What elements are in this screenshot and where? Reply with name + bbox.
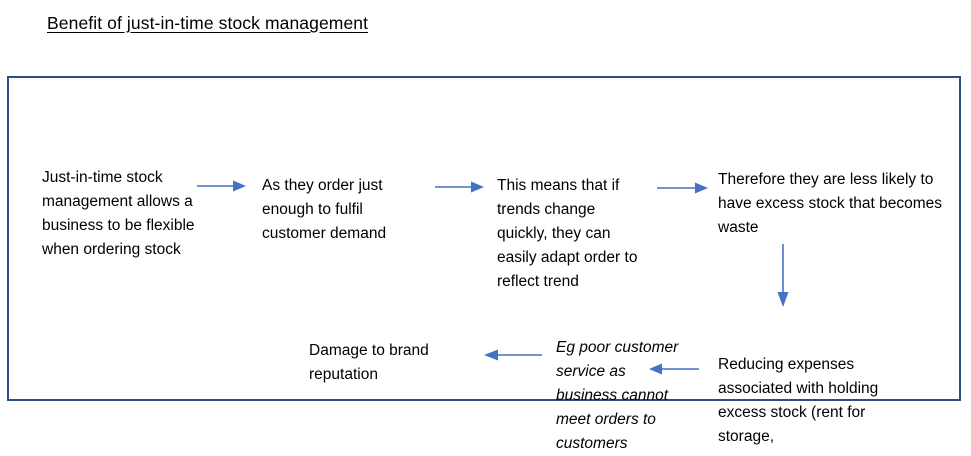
arrow-right-icon-1 [197, 178, 247, 194]
flow-node-order-just-enough: As they order just enough to fulfil cust… [262, 177, 387, 242]
arrow-left-icon-2 [482, 347, 542, 363]
flow-node-damage-to-brand: Damage to brand reputation [309, 342, 429, 383]
arrow-left-icon-1 [647, 361, 699, 377]
flow-node-reducing-expenses: Reducing expenses associated with holdin… [718, 356, 879, 445]
flow-node-poor-customer-service: Eg poor customer service as business can… [556, 339, 679, 452]
flow-node-less-excess-stock: Therefore they are less likely to have e… [718, 171, 943, 236]
diagram-frame: Just-in-time stock management allows a b… [7, 76, 961, 452]
flow-node-just-in-time-stock: Just-in-time stock management allows a b… [42, 169, 195, 258]
page-title: Benefit of just-in-time stock management [47, 13, 369, 33]
flow-node-adapt-to-trends: This means that if trends change quickly… [497, 177, 638, 290]
arrow-right-icon-2 [435, 179, 485, 195]
arrow-down-icon [774, 244, 792, 308]
arrow-right-icon-3 [657, 180, 709, 196]
